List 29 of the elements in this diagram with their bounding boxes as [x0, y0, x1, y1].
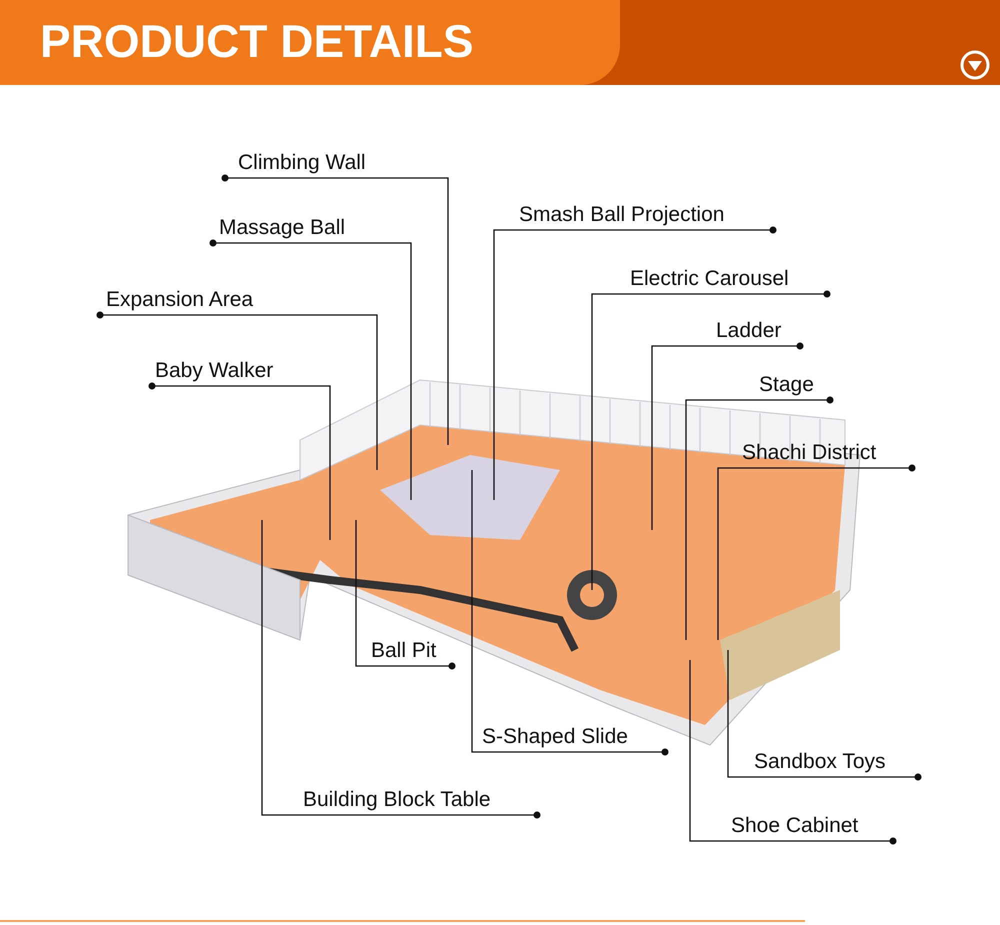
part-label: Building Block Table [303, 787, 491, 813]
leader-line [493, 226, 776, 500]
part-label: Expansion Area [106, 287, 254, 313]
leader-line [261, 520, 540, 818]
part-label: Electric Carousel [630, 266, 789, 292]
part-label: Shachi District [742, 440, 876, 466]
leader-line [651, 342, 804, 530]
part-label: Shoe Cabinet [731, 813, 858, 839]
part-label: Baby Walker [155, 358, 274, 384]
part-label: Ball Pit [371, 638, 436, 664]
leader-line [222, 174, 449, 445]
leader-line [148, 382, 331, 540]
leader-line [591, 290, 830, 590]
leader-line [210, 240, 412, 500]
part-label: Sandbox Toys [754, 749, 886, 775]
leader-line [96, 312, 378, 470]
leader-line [689, 660, 896, 844]
part-label: Massage Ball [219, 215, 346, 241]
part-label: Climbing Wall [238, 150, 366, 176]
part-label: Stage [759, 372, 814, 398]
part-label: S-Shaped Slide [482, 724, 628, 750]
leader-line [471, 470, 668, 756]
part-label: Ladder [716, 318, 782, 344]
part-label: Smash Ball Projection [519, 202, 724, 228]
leader-line [727, 650, 922, 780]
leader-line [685, 396, 834, 640]
leader-line [717, 464, 916, 640]
title: PRODUCT DETAILS [40, 14, 474, 68]
leader-line [355, 520, 456, 670]
